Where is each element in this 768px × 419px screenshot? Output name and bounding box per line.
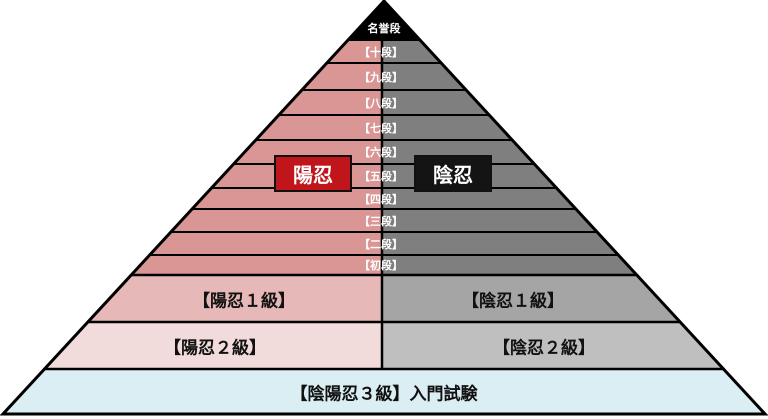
entry-band [4, 369, 764, 414]
dan-label-6: 【六段】 [359, 146, 403, 159]
dan-label-1: 【初段】 [359, 259, 403, 272]
band-dividers [45, 39, 723, 371]
yang-side-badge: 陽忍 [274, 155, 352, 192]
yin-kyu2-label: 【陰忍２級】 [493, 338, 595, 359]
dan-label-7: 【七段】 [359, 122, 403, 135]
dan-label-2: 【二段】 [359, 238, 403, 251]
yin-kyu2-band [382, 322, 723, 369]
dan-label-8: 【八段】 [359, 97, 403, 110]
apex-honorary [347, 0, 421, 40]
yang-kyu2-band [45, 322, 383, 369]
yang-kyu1-band [88, 275, 383, 322]
yin-kyu1-band [382, 275, 680, 322]
dan-label-5: 【五段】 [359, 170, 403, 183]
dan-label-3: 【三段】 [359, 215, 403, 228]
dan-label-9: 【九段】 [359, 71, 403, 84]
yin-dan-area [382, 40, 637, 275]
yang-kyu2-label: 【陽忍２級】 [164, 338, 266, 359]
yang-kyu1-label: 【陽忍１級】 [193, 291, 295, 312]
apex-label: 名誉段 [367, 22, 401, 35]
yang-dan-area [131, 40, 382, 275]
yin-side-badge: 陰忍 [414, 155, 492, 192]
dan-label-4: 【四段】 [359, 193, 403, 206]
yin-kyu1-label: 【陰忍１級】 [462, 291, 564, 312]
entry-exam-label: 【陰陽忍３級】入門試験 [290, 384, 478, 405]
dan-label-10: 【十段】 [359, 46, 403, 59]
